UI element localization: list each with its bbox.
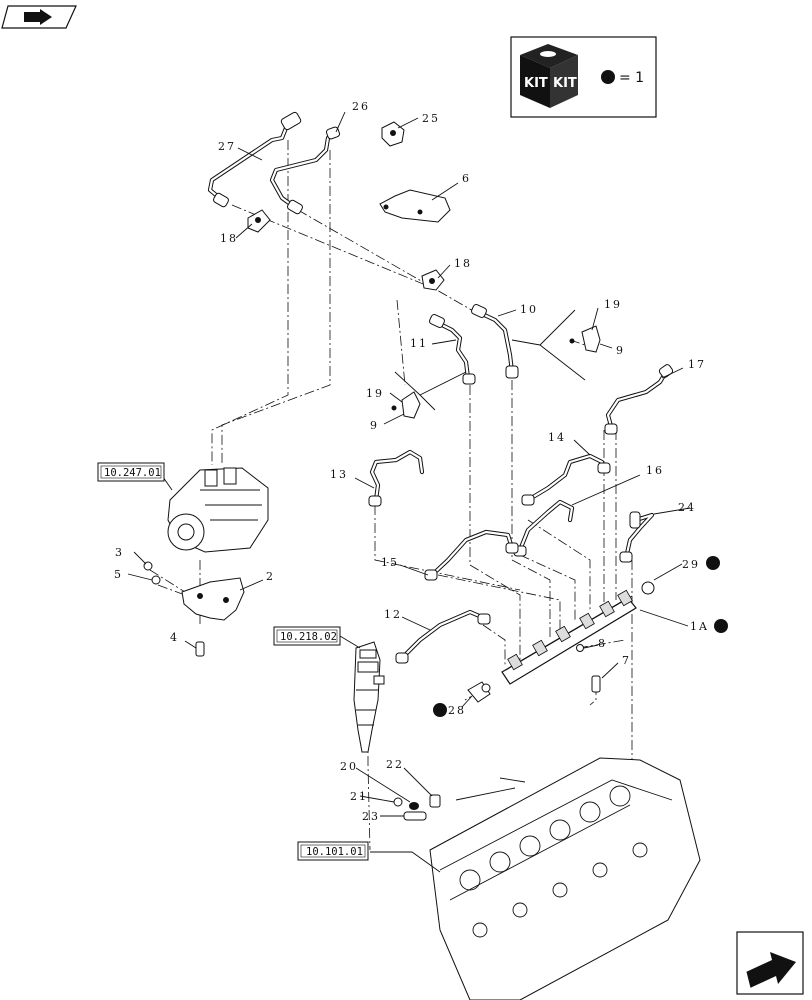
callout-22: 22: [386, 758, 404, 771]
callout-28: 28: [448, 704, 466, 717]
pipe-11: [429, 313, 476, 385]
bolt-5: [151, 575, 161, 585]
callout-25: 25: [422, 112, 440, 125]
callout-12: 12: [384, 608, 402, 621]
ref-injector-label: 10.218.02: [280, 631, 337, 643]
kit-marker-29: [706, 556, 720, 570]
alignment-lines: [149, 140, 633, 851]
next-page-arrow-icon[interactable]: [736, 931, 804, 995]
kit-label-a: KIT: [524, 76, 548, 91]
ref-head-label: 10.101.01: [306, 846, 363, 858]
injection-pump: [167, 467, 269, 553]
callout-9-left: 9: [370, 419, 379, 432]
callout-7: 7: [622, 654, 631, 667]
kit-marker-1A: [714, 619, 728, 633]
black-dot-icon: [601, 70, 615, 84]
callout-8: 8: [598, 637, 607, 650]
kit-label-b: KIT: [553, 76, 577, 91]
callouts: 27 26 25 6 18 18 10 19 9 11 19 9 17 14 1…: [114, 100, 728, 823]
pipe-10: [471, 303, 519, 379]
callout-19-right: 19: [604, 298, 622, 311]
callout-4: 4: [170, 631, 179, 644]
callout-16: 16: [646, 464, 664, 477]
callout-20: 20: [340, 760, 358, 773]
kit-box-icon: KIT KIT: [520, 44, 578, 108]
pipe-24: [619, 511, 655, 563]
callout-2: 2: [266, 570, 275, 583]
callout-10: 10: [520, 303, 538, 316]
kit-marker-28: [433, 703, 447, 717]
bracket-2: [181, 577, 245, 621]
clip-18-mid: [421, 269, 445, 291]
ref-box-head[interactable]: 10.101.01: [297, 841, 369, 861]
pipe-13: [368, 449, 425, 507]
callout-29: 29: [682, 558, 700, 571]
callout-14: 14: [548, 431, 566, 444]
bracket-6: [379, 189, 451, 223]
pipe-15: [424, 529, 519, 581]
callout-5: 5: [114, 568, 123, 581]
callout-18-mid: 18: [454, 257, 472, 270]
bolt-4: [195, 641, 205, 657]
callout-23: 23: [362, 810, 380, 823]
clip-9-right: [569, 325, 601, 353]
seal-21: [393, 797, 403, 807]
callout-24: 24: [678, 501, 696, 514]
sensor-28: [467, 681, 491, 703]
pipe-16: [513, 499, 575, 557]
ref-pump-label: 10.247.01: [104, 467, 161, 479]
callout-26: 26: [352, 100, 370, 113]
kit-equation: = 1: [619, 70, 644, 86]
callout-15: 15: [381, 556, 399, 569]
callout-18-left: 18: [220, 232, 238, 245]
injector: [353, 641, 385, 753]
part-8: [576, 644, 584, 652]
seal-20: [409, 802, 419, 810]
callout-19-left: 19: [366, 387, 384, 400]
callout-21: 21: [350, 790, 368, 803]
pipe-26: [269, 126, 341, 215]
callout-11: 11: [410, 337, 428, 350]
pipe-12: [395, 609, 491, 664]
ref-box-injector[interactable]: 10.218.02: [273, 626, 341, 646]
ref-box-pump[interactable]: 10.247.01: [97, 462, 165, 482]
pipe-14: [521, 453, 611, 506]
callout-17: 17: [688, 358, 706, 371]
callout-3: 3: [115, 546, 124, 559]
callout-6: 6: [462, 172, 471, 185]
clip-18-left: [247, 209, 271, 233]
callout-9-right: 9: [616, 344, 625, 357]
pipe-17: [604, 364, 674, 435]
pipe-27: [207, 111, 302, 208]
sleeve-23: [403, 811, 427, 821]
callout-13: 13: [330, 468, 348, 481]
part-25: [381, 121, 405, 147]
kit-legend: KIT KIT = 1: [510, 36, 657, 118]
cylinder-head: [429, 757, 701, 1000]
book-arrow-icon[interactable]: [1, 5, 77, 29]
fitting-22: [429, 794, 441, 808]
fuel-rail-1A: [501, 581, 655, 685]
callout-27: 27: [218, 140, 236, 153]
clip-9-left: [391, 391, 421, 419]
callout-1A: 1A: [690, 620, 709, 633]
part-7: [591, 675, 601, 693]
